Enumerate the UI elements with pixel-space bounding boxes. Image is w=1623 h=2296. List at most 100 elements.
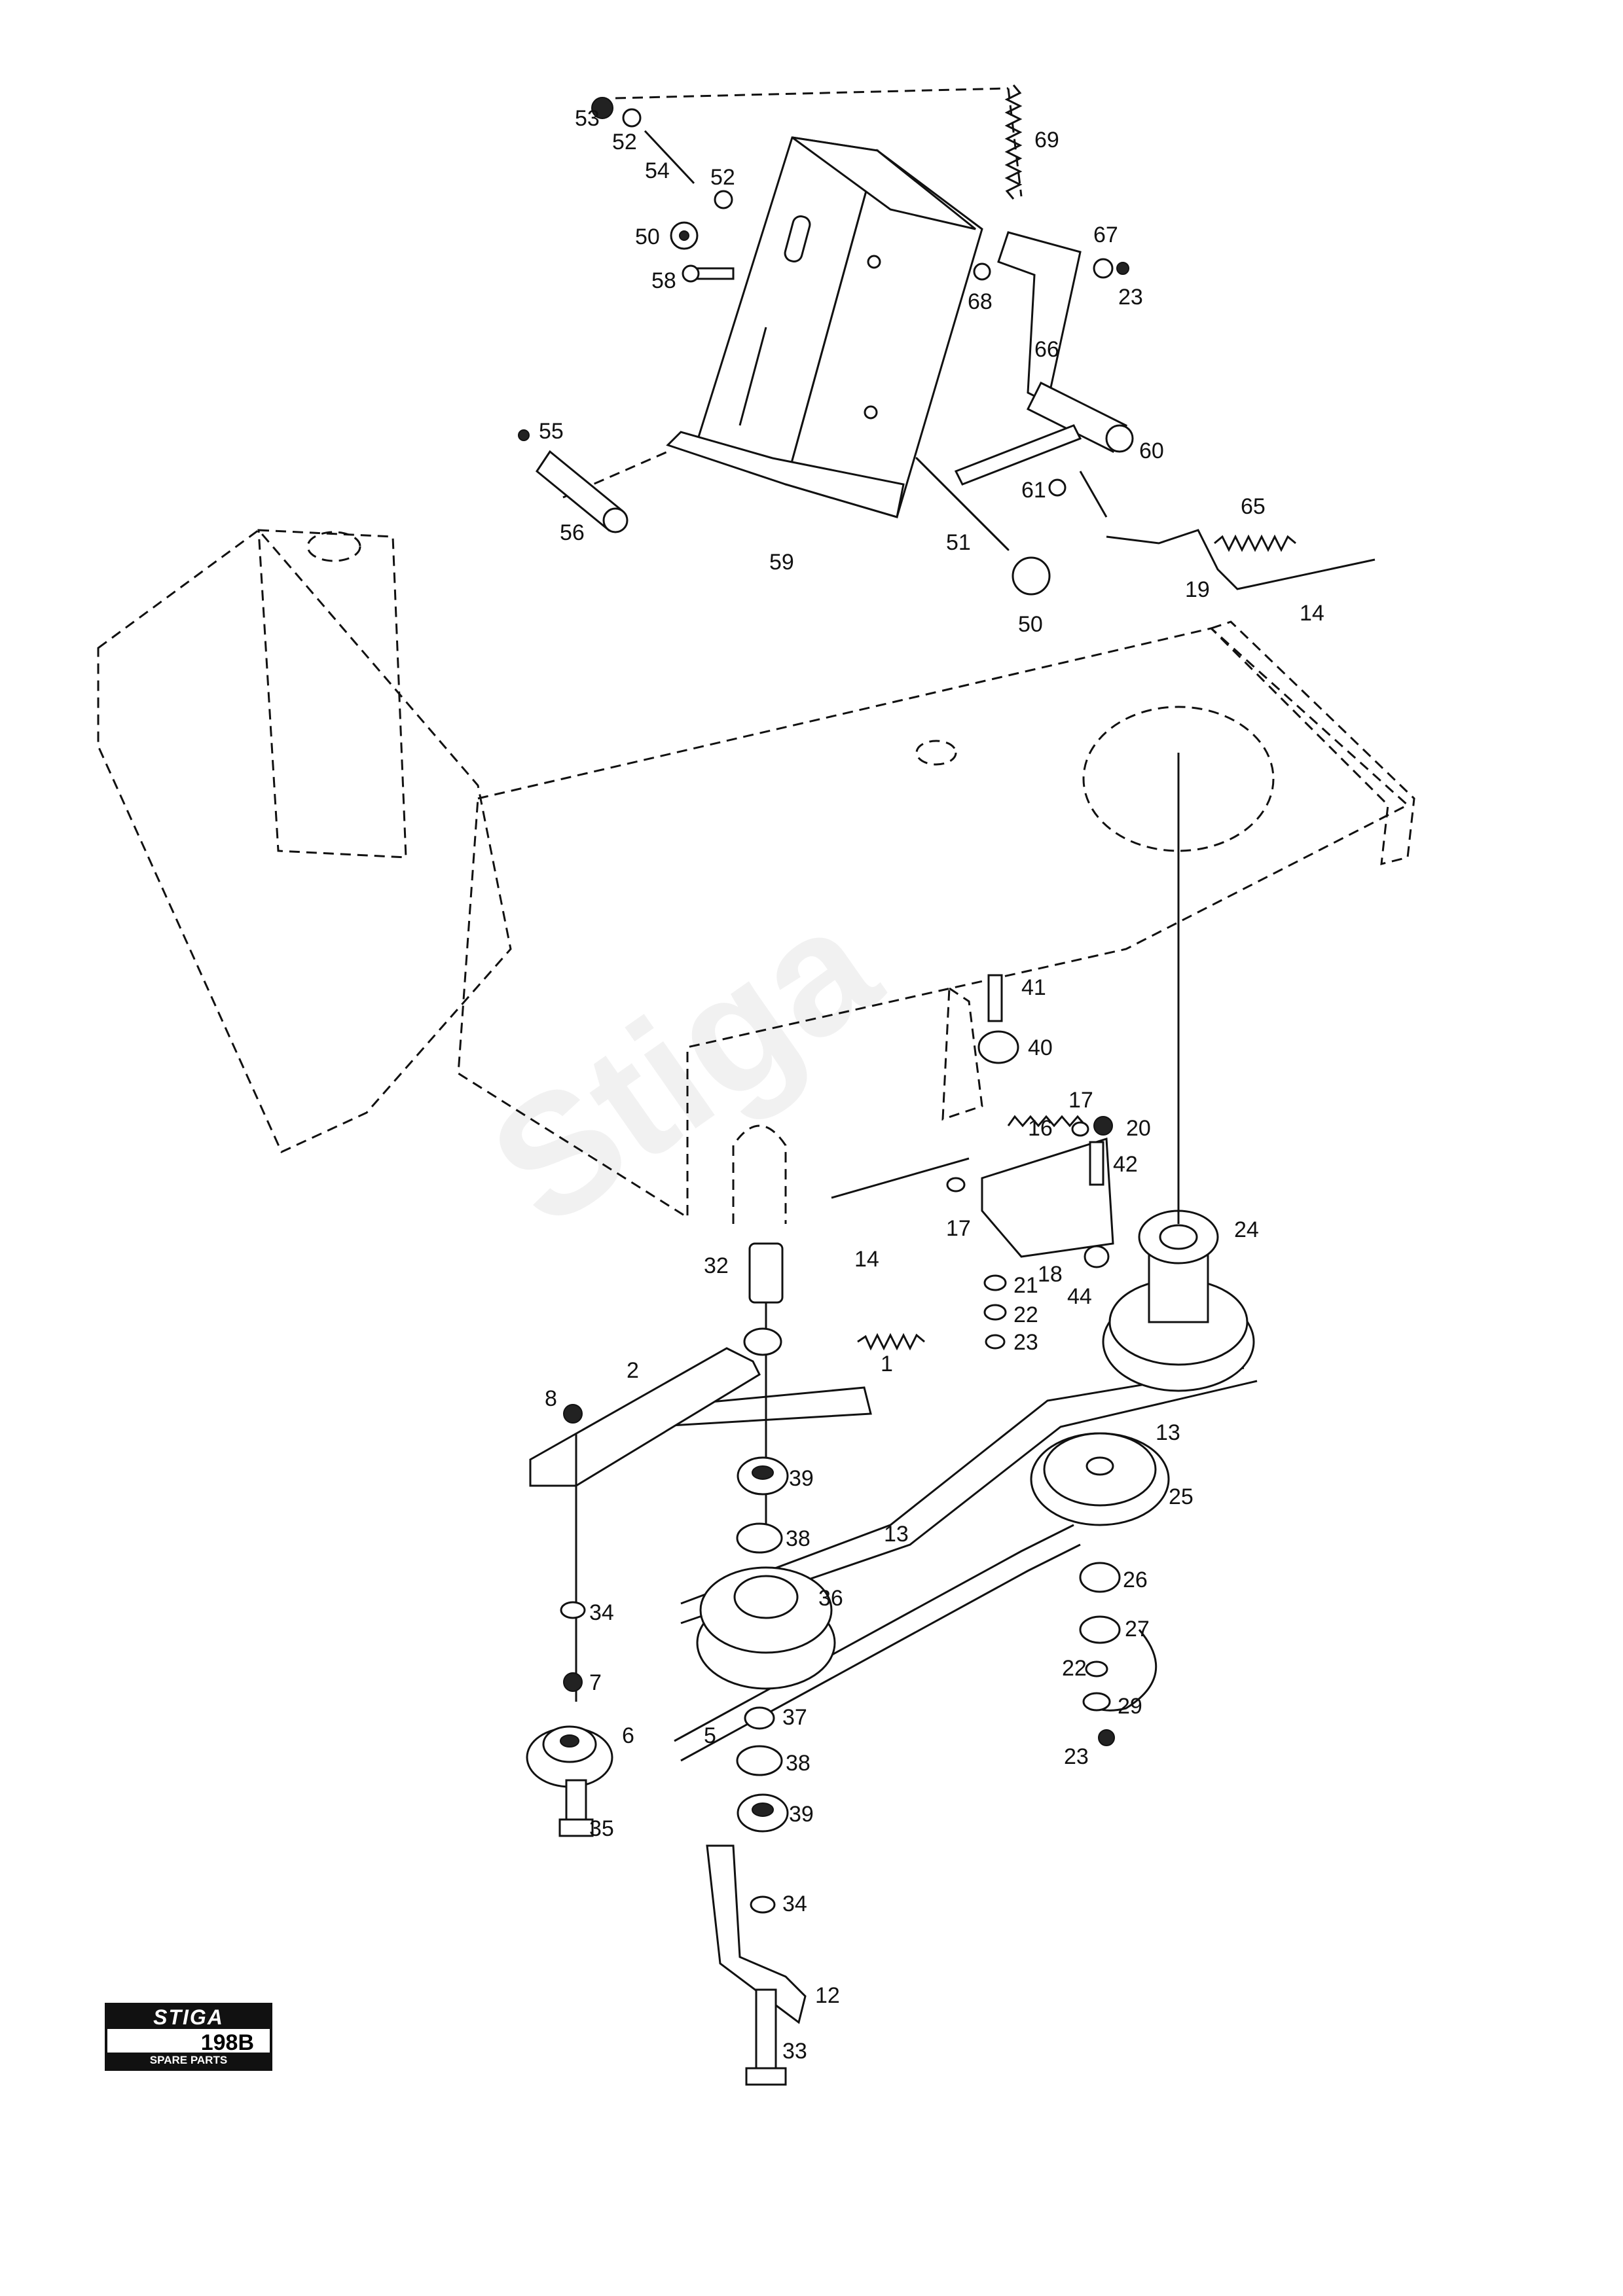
column-top [306, 531, 361, 562]
callout-59: 59 [769, 550, 794, 575]
rod-51-inner [915, 457, 1010, 551]
callout-23-c: 23 [1064, 1744, 1089, 1769]
callout-52-b: 52 [710, 165, 735, 190]
shaft-32 [748, 1242, 784, 1304]
circlip-38-top [736, 1522, 783, 1554]
bracket-slot [784, 215, 811, 262]
upper-bracket-assembly [518, 84, 1376, 596]
bracket-18 [981, 1137, 1114, 1258]
frame-front [97, 528, 512, 1153]
washer-34-bottom [750, 1895, 776, 1914]
bearing-39-top-bore [752, 1465, 774, 1480]
callout-17-b: 17 [946, 1216, 971, 1241]
bearing-37 [744, 1706, 775, 1730]
bushing [743, 1327, 782, 1356]
callout-23-b: 23 [1013, 1330, 1038, 1355]
callout-50-b: 50 [1018, 612, 1043, 637]
callout-54: 54 [645, 158, 670, 183]
bolt-58-head [682, 264, 700, 283]
callout-24: 24 [1234, 1217, 1259, 1242]
callout-61: 61 [1021, 478, 1046, 503]
callout-19: 19 [1185, 577, 1210, 602]
callout-34: 34 [589, 1600, 614, 1625]
chassis-frame [97, 528, 1415, 1224]
brand-name: STIGA [107, 2005, 270, 2029]
callout-27: 27 [1125, 1617, 1150, 1641]
callout-29: 29 [1118, 1694, 1142, 1719]
pin-55 [518, 429, 530, 441]
callout-69: 69 [1034, 128, 1059, 152]
frame-deck [457, 627, 1410, 1219]
callout-13: 13 [1156, 1420, 1180, 1445]
washer-61 [1048, 478, 1067, 497]
callout-55: 55 [539, 419, 564, 444]
pulley-36-bore [733, 1575, 799, 1619]
nut-23-mid [985, 1334, 1006, 1350]
callout-66: 66 [1034, 337, 1059, 362]
callout-17: 17 [1068, 1088, 1093, 1113]
bearing-39-bottom-bore [752, 1803, 774, 1817]
callout-labels: 53 52 54 52 50 58 69 67 68 23 66 60 61 5… [539, 106, 1324, 2064]
stiga-198b-logo: STIGA 198B SPARE PARTS [105, 2003, 272, 2071]
callout-51: 51 [946, 530, 971, 555]
frame-hole [1082, 706, 1275, 852]
callout-68: 68 [968, 289, 993, 314]
callout-5: 5 [704, 1723, 716, 1748]
washer-17-lower [946, 1177, 966, 1193]
callout-21: 21 [1013, 1273, 1038, 1298]
bolt-35-head [558, 1818, 594, 1837]
model-number: 198B [200, 2030, 254, 2055]
frame-rear-edge [1209, 620, 1415, 865]
belt-drive [526, 753, 1258, 2086]
callout-38-b: 38 [786, 1751, 811, 1776]
callout-14-b: 14 [854, 1247, 879, 1272]
spring-65 [1214, 534, 1296, 552]
nut-53 [591, 97, 613, 119]
bracket-12 [706, 1844, 807, 2024]
tension-arm-lower [529, 1347, 761, 1487]
pedal-shaft [1026, 381, 1128, 454]
washer-22-upper [983, 1304, 1007, 1321]
nut-23-lower [1098, 1729, 1115, 1746]
pulley-25-bore [1085, 1456, 1114, 1476]
callout-65: 65 [1241, 494, 1266, 519]
callout-42: 42 [1113, 1152, 1138, 1177]
washer-17-top [1071, 1121, 1089, 1137]
pulley-24-bore [1159, 1224, 1198, 1250]
callout-1: 1 [881, 1352, 893, 1376]
shaft-end [1105, 424, 1134, 453]
callout-7: 7 [589, 1670, 602, 1695]
spring-69 [1004, 84, 1023, 200]
callout-67: 67 [1093, 223, 1118, 247]
bracket-hole-lower [864, 405, 878, 420]
spacer-44 [1084, 1245, 1110, 1268]
callout-18: 18 [1038, 1262, 1063, 1287]
washer-21 [983, 1274, 1007, 1291]
callout-38: 38 [786, 1526, 811, 1551]
spare-parts-label: SPARE PARTS [107, 2053, 270, 2068]
callout-8: 8 [545, 1386, 557, 1411]
nut-7 [563, 1672, 583, 1692]
callout-53: 53 [575, 106, 600, 131]
bracket-base-flange [666, 431, 905, 518]
washer-50-hole [679, 230, 689, 241]
washer-68 [973, 262, 991, 281]
callout-26: 26 [1123, 1568, 1148, 1592]
frame-column [257, 529, 407, 859]
washer-29 [1082, 1692, 1111, 1712]
callout-25: 25 [1169, 1484, 1194, 1509]
callout-22-b: 22 [1062, 1656, 1087, 1681]
belt-5-inner [680, 1543, 1081, 1762]
washer-52 [622, 108, 642, 128]
bracket-slot-lower [739, 327, 767, 426]
washer-22-lower [1085, 1660, 1108, 1677]
callout-37: 37 [782, 1705, 807, 1730]
bracket-hole [867, 255, 881, 269]
callout-6: 6 [622, 1723, 634, 1748]
callout-60: 60 [1139, 439, 1164, 463]
washer-67 [1093, 258, 1114, 279]
callout-52: 52 [612, 130, 637, 154]
nut-8 [563, 1404, 583, 1424]
frame-small-hole [915, 740, 957, 766]
